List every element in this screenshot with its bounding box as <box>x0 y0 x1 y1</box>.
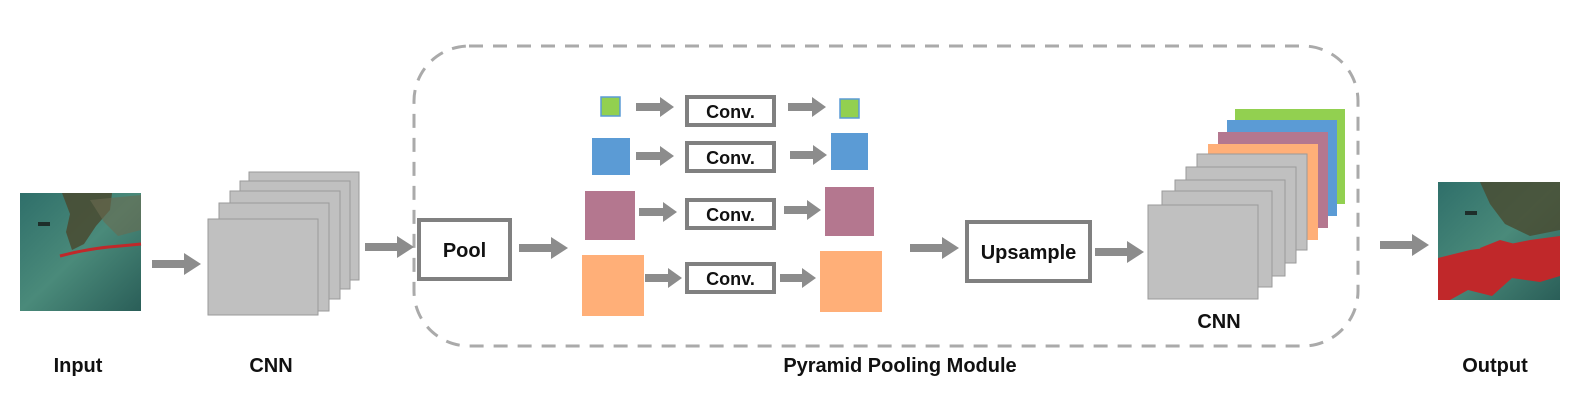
arrow-conv2-to-out2 <box>790 145 827 165</box>
arrow-conv1-to-out1 <box>788 97 826 117</box>
conv-block-4: Conv. <box>685 262 776 294</box>
pool-block: Pool <box>417 218 512 281</box>
ppm-dashed-region <box>412 44 1360 348</box>
pooled-map-2x2 <box>592 138 630 175</box>
conv-block-3: Conv. <box>685 198 776 230</box>
arrow-pyramid-to-upsample <box>910 237 959 259</box>
arrow-input-to-cnn <box>152 253 201 275</box>
conv-label-3: Conv. <box>706 205 755 225</box>
cnn-left-label: CNN <box>249 355 292 377</box>
ppm-label: Pyramid Pooling Module <box>783 355 1016 377</box>
upsample-label: Upsample <box>981 242 1077 264</box>
conv-output-2x2 <box>831 133 868 170</box>
conv-block-2: Conv. <box>685 141 776 173</box>
conv-label-4: Conv. <box>706 269 755 289</box>
pooled-map-1x1 <box>600 96 621 117</box>
arrow-conv3-to-out3 <box>784 200 821 220</box>
arrow-cnn-to-pool <box>365 236 414 258</box>
arrow-pool1-to-conv1 <box>636 97 674 117</box>
input-label: Input <box>54 355 103 377</box>
arrows <box>152 97 1429 288</box>
cnn-right-label: CNN <box>1197 311 1240 333</box>
arrow-conv4-to-out4 <box>780 268 816 288</box>
cnn-left-stack <box>207 171 360 316</box>
conv-block-1: Conv. <box>685 95 776 127</box>
pool-label: Pool <box>443 240 486 262</box>
conv-label-2: Conv. <box>706 148 755 168</box>
arrow-pool2-to-conv2 <box>636 146 674 166</box>
arrow-pool4-to-conv4 <box>645 268 682 288</box>
arrow-cnn-to-output <box>1380 234 1429 256</box>
output-image <box>1438 182 1560 300</box>
arrow-upsample-to-cnn <box>1095 241 1144 263</box>
conv-output-3x3 <box>825 187 874 236</box>
pooled-map-3x3 <box>585 191 635 240</box>
pooled-map-6x6 <box>582 255 644 316</box>
conv-output-1x1 <box>839 98 860 119</box>
cnn-right-stack <box>1147 109 1345 300</box>
upsample-block: Upsample <box>965 220 1092 283</box>
arrow-pool3-to-conv3 <box>639 202 677 222</box>
output-label: Output <box>1462 355 1528 377</box>
arrow-pool-to-pyramid <box>519 237 568 259</box>
conv-output-6x6 <box>820 251 882 312</box>
input-image <box>20 193 142 311</box>
conv-label-1: Conv. <box>706 102 755 122</box>
